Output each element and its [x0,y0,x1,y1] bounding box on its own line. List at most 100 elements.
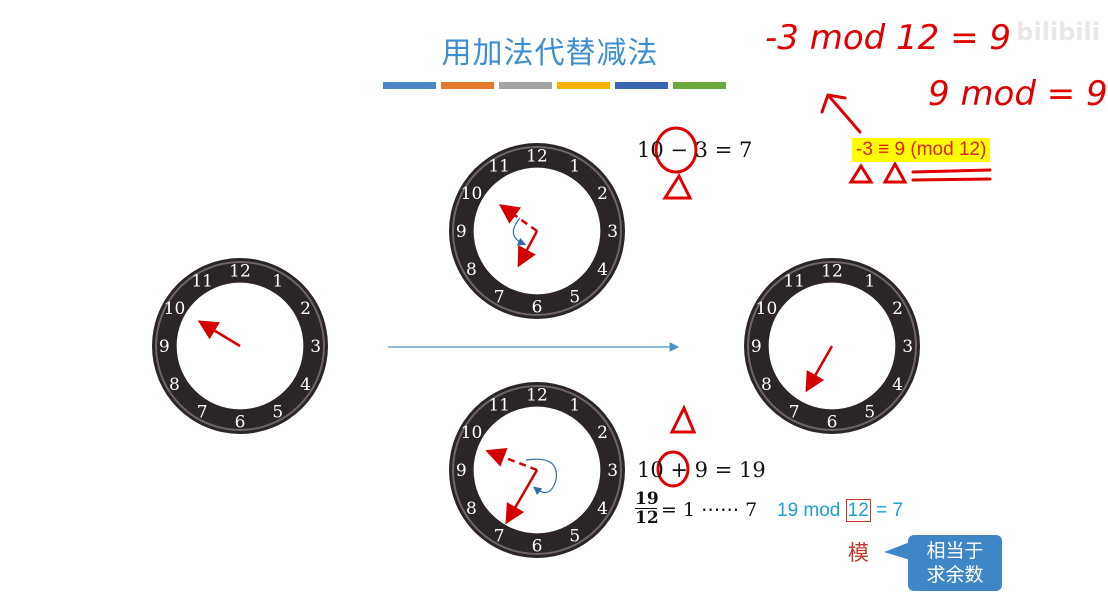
clock-hand [197,320,241,348]
clock-numeral: 10 [756,299,778,319]
clock-numeral: 1 [272,271,283,291]
clock-numeral: 4 [892,375,903,395]
clock-numeral: 1 [864,271,875,291]
callout-pointer [884,542,910,560]
handwritten-marks [654,93,992,488]
color-bar [615,82,668,89]
clock-numeral: 7 [494,288,505,308]
clock-numeral: 2 [892,299,903,319]
clock-numeral: 1 [569,395,580,415]
clock-numeral: 7 [494,527,505,547]
clock-rim [452,385,622,555]
title-color-bars [383,82,726,89]
clock-numeral: 9 [751,337,762,357]
hand-circle-minus [654,126,698,174]
clock-numeral: 5 [864,403,875,423]
clock-numeral: 3 [310,337,321,357]
clock-numeral: 3 [902,337,913,357]
mod-prefix: 19 mod [777,500,841,521]
clock-numeral: 5 [569,527,580,547]
clock-numeral: 11 [191,271,213,291]
clock-numeral: 6 [235,413,246,433]
hand-circle-plus [656,450,690,488]
fraction: 19 12 [635,489,659,528]
clock-numeral: 12 [526,385,548,405]
clock-numeral: 6 [827,413,838,433]
clock-rim [452,146,622,316]
watermark-logo: bilibili [1016,18,1100,46]
congruence-highlight: -3 ≡ 9 (mod 12) [852,138,991,162]
clock-numeral: 12 [821,261,843,281]
clock-numeral: 9 [159,337,170,357]
clock-numeral: 2 [300,299,311,319]
callout-line: 求余数 [926,564,984,586]
clock-numeral: 12 [229,261,251,281]
clock-numeral: 8 [466,499,477,519]
fraction-numerator: 19 [635,489,659,509]
clock-hand [505,469,539,525]
clock-numeral: 4 [597,499,608,519]
clock-numeral: 10 [461,184,483,204]
clock-numeral: 7 [789,403,800,423]
mod-modulus-boxed: 12 [845,499,871,522]
division-remainder: = 1 ⋯⋯ 7 [661,499,758,521]
clock-numeral: 10 [164,299,186,319]
callout-line: 相当于 [926,540,984,562]
color-bar [441,82,494,89]
hand-triangle [669,404,697,434]
clock-hand [517,230,539,268]
clock-numeral: 4 [597,260,608,280]
clock-rim [747,261,917,431]
clock-numeral: 11 [488,395,510,415]
handwritten-line: 9 mod = 9 [928,74,1108,114]
clock-numeral: 3 [607,222,618,242]
clock-numeral: 7 [197,403,208,423]
clock-numeral: 10 [461,423,483,443]
callout-box: 相当于 求余数 [908,535,1002,591]
clock-numeral: 6 [532,537,543,557]
fraction-denominator: 12 [635,508,659,528]
clock-hand [805,345,834,393]
rotation-arrow [525,458,558,496]
equation-subtraction: 10 − 3 = 7 [637,138,753,162]
rotation-arrow [512,217,527,246]
color-bar [499,82,552,89]
modulus-label: 模 [848,541,869,565]
clock-numeral: 8 [466,260,477,280]
color-bar [383,82,436,89]
clock-numeral: 1 [569,156,580,176]
clock-hand [485,448,538,472]
clock-numeral: 8 [761,375,772,395]
equation-addition: 10 + 9 = 19 [637,458,766,482]
color-bar [673,82,726,89]
clock-numeral: 9 [456,222,467,242]
clock-numeral: 11 [488,156,510,176]
clock-numeral: 12 [526,146,548,166]
slide-title: 用加法代替减法 [441,36,659,71]
clock-numeral: 4 [300,375,311,395]
hand-triangle [882,160,908,184]
hand-triangle [662,172,693,200]
clock-numeral: 11 [783,271,805,291]
color-bar [557,82,610,89]
clock-hand [498,204,538,233]
hand-arrow [820,93,862,134]
hand-triangle [848,163,874,184]
clock-numeral: 3 [607,461,618,481]
mod-expression: 19 mod 12 = 7 [777,499,904,522]
clock-numeral: 8 [169,375,180,395]
mod-suffix: = 7 [876,500,904,521]
hand-underline [911,168,992,182]
clock-numeral: 6 [532,298,543,318]
clock-numeral: 2 [597,184,608,204]
clock-numeral: 2 [597,423,608,443]
clock-numeral: 9 [456,461,467,481]
clock-rim [155,261,325,431]
clock-numeral: 5 [272,403,283,423]
